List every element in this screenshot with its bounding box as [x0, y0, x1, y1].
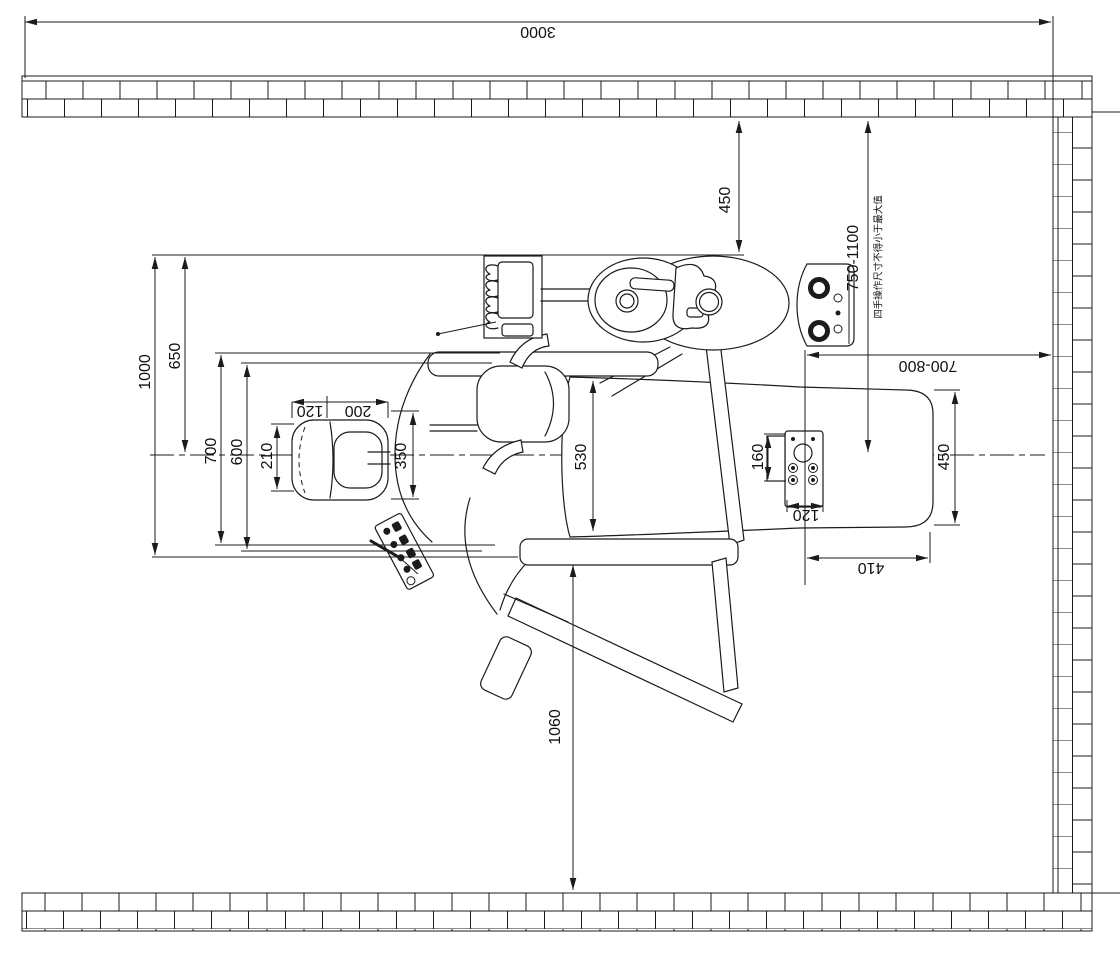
dim-label-backrest-to-base: 530: [573, 444, 590, 471]
dim-label-seat-end-to-base: 410: [858, 559, 885, 576]
dim-label-room-width: 3000: [520, 23, 556, 40]
chair-seat: [561, 376, 934, 538]
dim-label-center-to-wall-range: 700-800: [899, 357, 958, 374]
lift-pedal: [480, 636, 532, 700]
water-spout: [629, 277, 675, 292]
delivery-unit: [436, 255, 591, 339]
dim-label-wall-to-unit: 450: [717, 187, 734, 214]
doctor-stool: [291, 419, 391, 501]
dimension-lines: [24, 16, 1054, 890]
dim-label-stool-width: 350: [393, 443, 410, 470]
headrest-hook-top: [509, 333, 550, 369]
dim-label-stool-depth: 210: [259, 443, 276, 470]
dim-label-chair-width-inner: 600: [229, 439, 246, 466]
four-hand-operation-note: 四手操作尺寸不得小于最大值: [873, 195, 885, 319]
dim-label-unit-to-center: 650: [167, 343, 184, 370]
dim-label-stool-seat-depth: 200: [345, 402, 372, 419]
chair-base-bar: [519, 538, 739, 566]
dimension-labels: 3000 450 750-1100 四手操作尺寸不得小于最大值 1000 650…: [137, 23, 957, 745]
foot-controller: [766, 430, 824, 508]
dim-label-footctrl-height: 160: [750, 444, 767, 471]
dental-unit-drawing: [291, 255, 934, 723]
dim-label-stool-back-depth: 120: [297, 402, 324, 419]
dim-label-seat-width: 450: [936, 444, 953, 471]
chair-skirt: [394, 353, 433, 543]
headrest-hook-bottom: [482, 439, 524, 475]
chair-rear-leg: [711, 557, 739, 693]
dim-label-unit-overall: 1000: [137, 354, 154, 390]
dim-label-base-to-wall: 1060: [547, 709, 564, 745]
bottom-wall: [21, 892, 1120, 932]
floor-base-plate: [507, 597, 743, 723]
top-wall: [21, 75, 1120, 118]
backrest-pad: [476, 365, 570, 443]
dim-label-chair-width-outer: 700: [203, 438, 220, 465]
cuspidor-unit: [587, 255, 790, 351]
right-wall: [1052, 116, 1093, 894]
floor-junction-box: [796, 263, 855, 347]
dim-label-footctrl-width: 120: [793, 506, 820, 523]
dim-label-wall-to-center-range: 750-1100: [845, 225, 862, 292]
